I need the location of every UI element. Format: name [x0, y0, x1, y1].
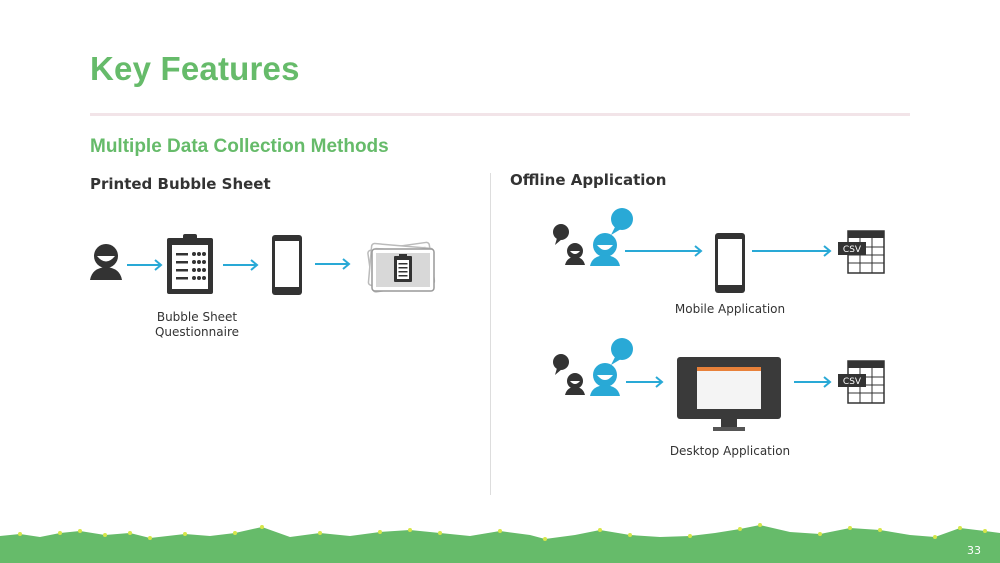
phone-icon [272, 235, 302, 295]
slide-subtitle: Multiple Data Collection Methods [90, 136, 389, 157]
slide-title: Key Features [90, 50, 300, 87]
arrow-icon [626, 376, 664, 388]
arrow-icon [223, 259, 259, 271]
csv-table-icon: CSV [838, 230, 885, 274]
page-number: 33 [967, 544, 981, 557]
csv-label: CSV [843, 245, 862, 255]
desktop-application-caption: Desktop Application [669, 444, 791, 458]
column-divider [490, 173, 491, 495]
arrow-icon [794, 376, 832, 388]
phone-icon [715, 233, 745, 293]
mobile-application-caption: Mobile Application [674, 302, 786, 316]
csv-table-icon: CSV [838, 360, 885, 404]
bubble-sheet-caption: Bubble Sheet Questionnaire [140, 310, 254, 340]
arrow-icon [127, 259, 163, 271]
footer-hills [0, 523, 1000, 563]
caption-line: Bubble Sheet [156, 310, 238, 324]
monitor-icon [677, 357, 781, 431]
right-section-heading: Offline Application [510, 171, 667, 189]
interview-icon [553, 338, 633, 396]
left-section-heading: Printed Bubble Sheet [90, 175, 271, 193]
interview-icon [553, 208, 633, 266]
person-icon [90, 244, 122, 280]
arrow-icon [625, 245, 703, 257]
caption-line: Questionnaire [154, 325, 240, 339]
csv-label: CSV [843, 377, 862, 387]
arrow-icon [752, 245, 832, 257]
arrow-icon [315, 258, 351, 270]
bubble-sheets-icon [367, 241, 436, 293]
clipboard-icon [167, 234, 213, 294]
title-divider [90, 113, 910, 116]
